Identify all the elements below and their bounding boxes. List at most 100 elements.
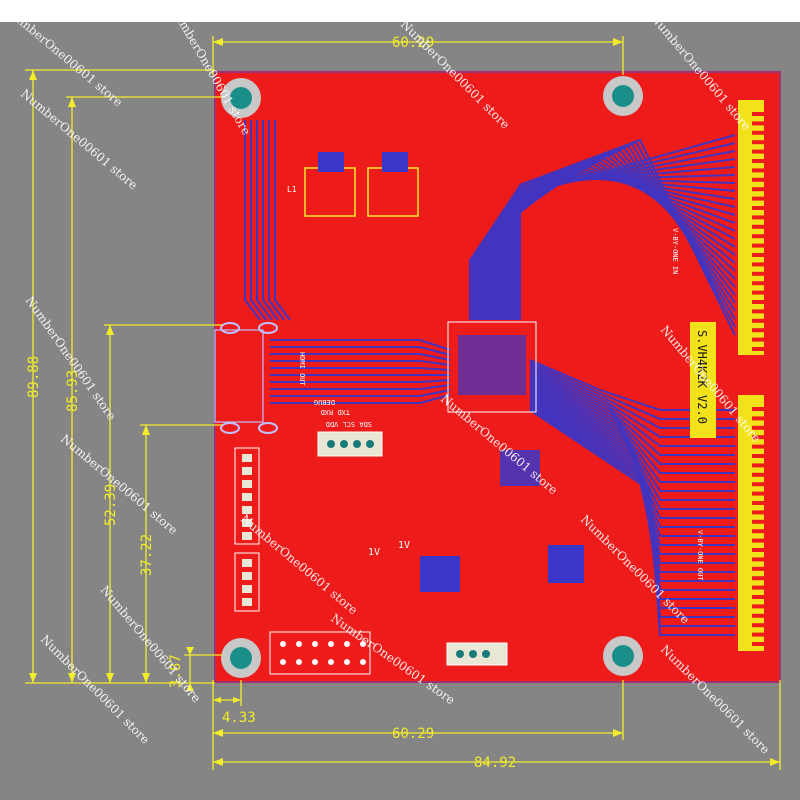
header-pin xyxy=(242,506,252,514)
label-l1: L1 xyxy=(287,185,297,194)
label-debug: DEBUG xyxy=(314,398,335,406)
dim-board-width: 84.92 xyxy=(474,755,516,771)
dim-hdmi-offset: 52.39 xyxy=(103,484,119,526)
label-txd: TXD RXD xyxy=(320,408,350,416)
power-pin xyxy=(296,659,302,665)
trace xyxy=(529,369,735,456)
header-pin xyxy=(242,454,252,462)
connector-pin xyxy=(752,416,764,421)
connector-pin xyxy=(752,566,764,571)
connector-pin xyxy=(752,642,764,646)
main-chip xyxy=(447,321,537,413)
power-pin xyxy=(328,659,334,665)
connector-pin xyxy=(752,501,764,505)
header-pin xyxy=(242,585,252,593)
connector-pins xyxy=(752,112,764,646)
trace xyxy=(270,360,451,366)
trace xyxy=(270,346,451,356)
label-hdmi-out: HDMI OUT xyxy=(298,352,306,387)
inductor-pad-1 xyxy=(318,152,344,172)
power-pin xyxy=(344,641,350,647)
power-pin xyxy=(296,641,302,647)
power-pin xyxy=(328,641,334,647)
power-pin xyxy=(344,659,350,665)
power-header-pins xyxy=(280,641,366,665)
mounting-hole-tr xyxy=(603,76,643,116)
trace xyxy=(250,120,267,321)
debug-pin-2 xyxy=(340,440,348,448)
connector-pin xyxy=(752,168,764,173)
header-left-1 xyxy=(234,447,260,545)
header-pin xyxy=(242,519,252,527)
mounting-hole-br xyxy=(603,636,643,676)
trace xyxy=(270,394,451,404)
connector-pin xyxy=(752,548,764,552)
connector-pin xyxy=(752,215,764,220)
label-vby-in: V-BY-ONE IN xyxy=(671,228,679,274)
bottom-pin-1 xyxy=(456,650,464,658)
connector-pin xyxy=(752,557,764,562)
trace xyxy=(270,389,451,397)
board-label-box xyxy=(690,322,716,438)
trace xyxy=(529,379,735,501)
trace-layer xyxy=(244,120,736,636)
connector-pin xyxy=(752,337,764,342)
trace xyxy=(270,339,451,351)
bottom-pin-2 xyxy=(469,650,477,658)
connector-pin xyxy=(752,290,764,295)
dimension-lines xyxy=(25,36,781,770)
trace xyxy=(519,138,736,336)
connector-pin xyxy=(752,347,764,351)
header-pin xyxy=(242,467,252,475)
header-left-2 xyxy=(234,552,260,612)
dim-bottom-hole-spacing: 60.29 xyxy=(392,726,434,742)
label-1v-a: 1V xyxy=(368,547,380,558)
connector-pin xyxy=(752,253,764,257)
trace xyxy=(270,353,451,361)
debug-pin-4 xyxy=(366,440,374,448)
mounting-hole-bl xyxy=(221,638,261,678)
connector-pin xyxy=(752,632,764,637)
connector-pin xyxy=(752,510,764,515)
connector-pin xyxy=(752,224,764,229)
connector-pin xyxy=(752,604,764,609)
connector-pin xyxy=(752,149,764,154)
debug-pin-1 xyxy=(327,440,335,448)
power-pin xyxy=(312,641,318,647)
dim-corner-offset-y: 3.87 xyxy=(168,654,184,688)
trace xyxy=(256,120,273,321)
trace xyxy=(529,377,735,492)
label-1v-b: 1V xyxy=(398,540,410,551)
connector-pin xyxy=(752,425,764,430)
trace xyxy=(529,367,735,447)
trace xyxy=(529,409,735,636)
label-vby-out: V-BY-ONE OUT xyxy=(696,530,704,581)
trace xyxy=(529,373,735,474)
power-pin xyxy=(312,659,318,665)
debug-pin-3 xyxy=(353,440,361,448)
power-header xyxy=(269,631,371,675)
connector-pin xyxy=(752,472,764,477)
connector-pin xyxy=(752,482,764,487)
header-pin xyxy=(242,598,252,606)
connector-pin xyxy=(752,435,764,440)
board-label: S.VH4K2K V2.0 xyxy=(695,330,709,424)
connector-pin xyxy=(752,529,764,534)
trace xyxy=(268,120,285,321)
connector-pin xyxy=(752,187,764,192)
connector-pin xyxy=(752,300,764,304)
trace xyxy=(274,120,291,321)
header-pins xyxy=(242,454,252,606)
main-chip-core xyxy=(458,335,526,395)
power-pin xyxy=(280,641,286,647)
header-pin xyxy=(242,493,252,501)
trace xyxy=(270,384,451,390)
connector-pin xyxy=(752,491,764,496)
dim-hole-spacing-y: 85.93 xyxy=(65,370,81,412)
hdmi-slot-4 xyxy=(258,422,278,434)
connector-pin xyxy=(752,309,764,314)
connector-pin xyxy=(752,328,764,333)
mounting-hole-tl xyxy=(221,78,261,118)
connector-pin xyxy=(752,206,764,210)
